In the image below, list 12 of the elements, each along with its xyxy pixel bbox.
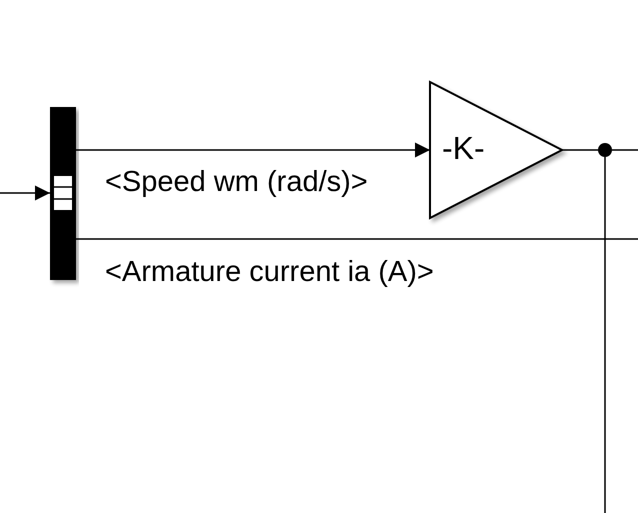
edge-label: <Speed wm (rad/s)> bbox=[105, 168, 368, 197]
gain-label: -K- bbox=[442, 132, 485, 164]
signal-line bbox=[612, 149, 638, 151]
edge-label: <Armature current ia (A)> bbox=[105, 258, 434, 287]
signal-line bbox=[562, 149, 598, 151]
signal-line bbox=[604, 157, 606, 513]
arrow bbox=[76, 142, 430, 158]
gain-block bbox=[429, 80, 564, 220]
signal-line bbox=[76, 238, 638, 240]
junction-dot bbox=[598, 143, 612, 157]
bus-selector-block bbox=[50, 107, 76, 280]
arrow bbox=[0, 186, 50, 200]
